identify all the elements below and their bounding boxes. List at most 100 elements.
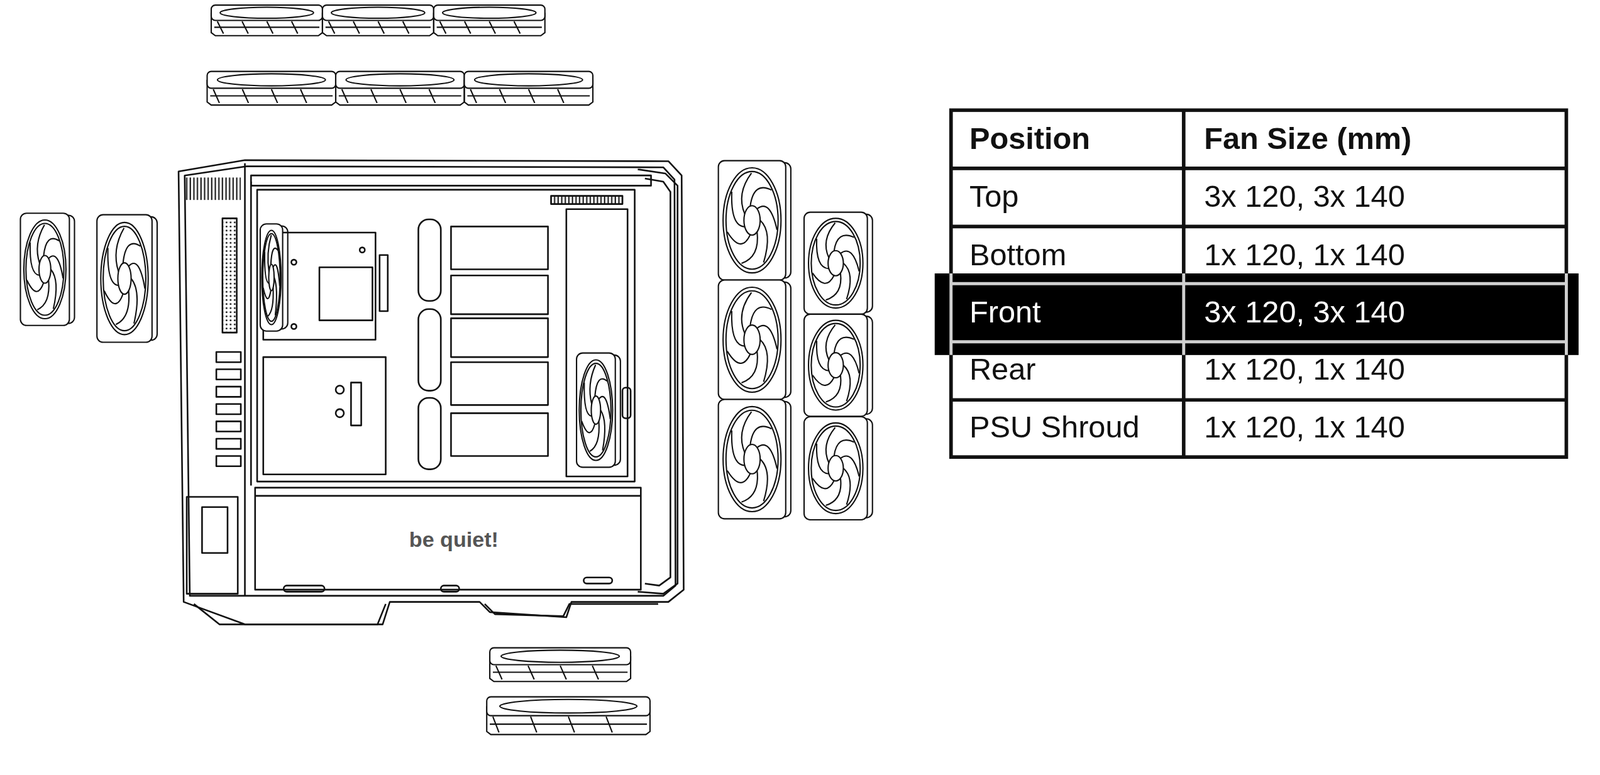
table-rule-highlight — [1564, 273, 1568, 356]
table-rule — [951, 224, 1567, 229]
standoff — [359, 247, 365, 253]
case-foot — [484, 604, 659, 617]
fan — [804, 314, 873, 417]
fan-ring — [811, 323, 861, 408]
fan-ring — [726, 171, 779, 270]
fan-blade — [266, 21, 273, 34]
fan-hub — [827, 455, 844, 481]
standoff — [335, 409, 344, 418]
drive-bay — [450, 362, 548, 405]
fan-blade — [213, 89, 220, 104]
front-column — [566, 209, 628, 477]
fan-blade — [750, 426, 772, 445]
fan-blade — [291, 21, 298, 34]
fan-frame — [489, 648, 631, 666]
fan-blade — [353, 21, 360, 34]
pci-slot — [216, 386, 241, 397]
fan-frame — [464, 71, 594, 89]
fan-blade — [131, 278, 138, 324]
fan-ring — [331, 7, 425, 19]
fan-size-cell: 3x 120, 3x 140 — [1203, 293, 1405, 331]
fan-blade — [843, 263, 850, 300]
fan-size-cell: 3x 120, 3x 140 — [1203, 178, 1405, 216]
fan — [718, 280, 791, 400]
fan-blade — [834, 337, 855, 354]
fan-hub — [38, 255, 51, 284]
fan-frame — [718, 160, 786, 281]
fan-blade — [727, 351, 751, 364]
fan-hub — [827, 250, 844, 276]
fan-blade — [528, 665, 535, 680]
fan-ring — [726, 410, 779, 508]
psu-shroud — [255, 487, 642, 590]
psu-cutout-inner — [201, 507, 228, 554]
table-grid — [934, 110, 1579, 458]
fan-blade — [370, 89, 378, 104]
table-rule-highlight — [951, 282, 1567, 286]
fan-blade — [27, 280, 45, 292]
fan-size-cell: 1x 120, 1x 140 — [1203, 237, 1405, 274]
main-chamber — [257, 189, 635, 482]
cable-grommet — [418, 309, 441, 392]
fan-blade — [760, 339, 768, 382]
fan-ring — [345, 73, 454, 86]
fan-blade — [104, 291, 124, 304]
fan-ring — [220, 7, 314, 19]
fan-blade — [750, 187, 772, 207]
fan-blade — [489, 21, 496, 34]
fan-blade — [464, 21, 471, 34]
fan-rib — [436, 26, 542, 28]
fan-ring — [23, 220, 67, 319]
drive-bay — [450, 226, 548, 270]
fan-frame — [804, 314, 868, 417]
cable-grommet — [418, 397, 441, 470]
fan-rib — [489, 723, 647, 725]
drive-bay — [450, 318, 548, 358]
table-rule-highlight — [951, 340, 1567, 344]
fan-blade — [843, 468, 850, 505]
fan-ring — [474, 73, 583, 86]
cable-grommet — [418, 219, 441, 302]
table-rule — [951, 166, 1567, 171]
fan-ring — [103, 226, 146, 331]
fan — [433, 5, 546, 36]
fan-blade — [592, 665, 599, 680]
fan-blade — [760, 458, 768, 502]
fan — [260, 223, 288, 331]
pci-slot — [216, 456, 241, 467]
front-slot — [622, 387, 631, 419]
fan-blade — [606, 716, 613, 733]
fan-frame — [96, 215, 153, 343]
fan-ring — [217, 73, 326, 86]
fan-frame — [804, 416, 868, 520]
fan-blade — [760, 220, 768, 263]
fan-ring — [722, 167, 781, 273]
fan-hub — [117, 262, 131, 295]
fan-size-cell: 1x 120, 1x 140 — [1203, 350, 1405, 388]
table-header: Position — [969, 120, 1091, 158]
fan-rib — [214, 26, 320, 28]
fan-ring — [25, 223, 64, 315]
fan-rib — [492, 671, 628, 673]
table-border — [951, 110, 1567, 458]
fan-blade — [242, 21, 249, 34]
fan-frame — [206, 71, 336, 89]
fan — [206, 71, 336, 106]
position-cell: Rear — [969, 350, 1037, 388]
fan-rib — [467, 94, 590, 97]
fan-blade — [581, 421, 595, 433]
standoff — [291, 323, 297, 329]
fan-frame — [322, 5, 434, 21]
fan-blade — [727, 231, 751, 244]
fan-blade — [270, 248, 278, 265]
fan-ring — [722, 406, 781, 512]
fan-ring — [808, 320, 864, 411]
case-foot — [193, 604, 386, 625]
rear-vent — [222, 218, 238, 333]
pci-slot — [216, 438, 241, 449]
fan-ring — [261, 230, 282, 325]
fan — [718, 160, 791, 281]
fan-blade — [440, 21, 447, 34]
fan — [804, 212, 873, 315]
